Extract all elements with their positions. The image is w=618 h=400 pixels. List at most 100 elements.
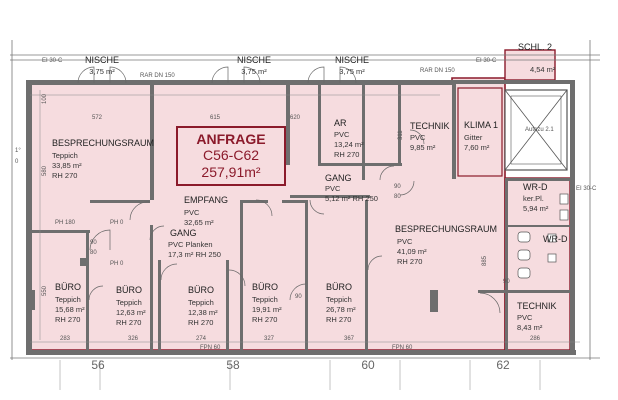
wrd-floor: ker.Pl.	[523, 194, 544, 203]
zero-label: 0	[15, 159, 19, 165]
interior-doors	[88, 129, 501, 314]
klima-name: KLIMA 1	[464, 120, 498, 130]
dim-bottom-327: 327	[264, 336, 275, 342]
klima-outline	[457, 87, 503, 177]
ei30-label-2: EI 30-C	[476, 58, 497, 64]
buero-3-floor: Teppich	[188, 298, 214, 307]
buero-2-area: 12,63 m²	[116, 308, 146, 317]
klima-shaft	[504, 89, 568, 171]
dim-580: 580	[42, 165, 48, 176]
nische-2-name: NISCHE	[237, 55, 271, 65]
technik-bottom-floor: PVC	[517, 313, 533, 322]
buero-1-name: BÜRO	[55, 282, 81, 292]
buero-3-name: BÜRO	[188, 285, 214, 295]
buero-5-name: BÜRO	[326, 282, 352, 292]
dim-100: 100	[42, 93, 48, 104]
buero-4-area: 19,91 m²	[252, 305, 282, 314]
dim-311: 311	[398, 130, 404, 140]
bespr-left-rh: RH 270	[52, 171, 77, 180]
buero-5-area: 26,78 m²	[326, 305, 356, 314]
nische-1-name: NISCHE	[85, 55, 119, 65]
axis-62: 62	[496, 358, 510, 372]
buero-4-rh: RH 270	[252, 315, 277, 324]
fpn-label-2: FPN 60	[392, 345, 413, 351]
technik-top-area: 9,85 m²	[410, 143, 436, 152]
buero-5-floor: Teppich	[326, 295, 352, 304]
bespr-right-area: 41,09 m²	[397, 247, 427, 256]
nische-2-area: 3,75 m²	[241, 67, 267, 76]
interior-walls	[28, 84, 572, 350]
bespr-left-name: BESPRECHUNGSRAUM	[52, 138, 154, 148]
anfrage-box: ANFRAGE C56-C62 257,91m²	[176, 126, 286, 186]
nische-1-area: 3,75 m²	[89, 67, 115, 76]
bespr-right-name: BESPRECHUNGSRAUM	[395, 224, 497, 234]
empfang-name: EMPFANG	[184, 195, 228, 205]
gang-mid-floor: PVC	[325, 184, 341, 193]
klima-floor: Gitter	[464, 133, 483, 142]
empfang-area: 32,65 m²	[184, 218, 214, 227]
nische-3-area: 3,75 m²	[339, 67, 365, 76]
bespr-left-floor: Teppich	[52, 151, 78, 160]
dim-90-b: 90	[394, 184, 401, 190]
wrd2-name: WR-D	[543, 234, 568, 244]
buero-2-name: BÜRO	[116, 285, 142, 295]
dim-90-d: 90	[503, 279, 510, 285]
technik-bottom-area: 8,43 m²	[517, 323, 543, 332]
wall-right	[570, 80, 575, 355]
ar-name: AR	[334, 118, 347, 128]
ar-floor: PVC	[334, 130, 350, 139]
dim-80-b: 80	[394, 194, 401, 200]
axis-60: 60	[361, 358, 375, 372]
anfrage-title: ANFRAGE	[196, 131, 266, 147]
dim-bottom-283: 283	[60, 336, 71, 342]
bespr-right-rh: RH 270	[397, 257, 422, 266]
dim-572: 572	[92, 115, 103, 121]
dim-bottom-326: 326	[128, 336, 139, 342]
rar-label-2: RAR DN 150	[420, 68, 455, 74]
gang-mid-name: GANG	[325, 173, 352, 183]
ph180-label: PH 180	[55, 220, 76, 226]
bespr-left-area: 33,85 m²	[52, 161, 82, 170]
gang-mid-area: 5,12 m² RH 250	[325, 194, 378, 203]
ar-rh: RH 270	[334, 150, 359, 159]
buero-1-rh: RH 270	[55, 315, 80, 324]
buero-4-floor: Teppich	[252, 295, 278, 304]
anfrage-units: C56-C62	[202, 147, 260, 163]
deg-label: 1°	[15, 148, 21, 154]
schl-name: SCHL. 2	[518, 42, 552, 52]
autozu-label: Autozu 2.1	[525, 127, 554, 133]
wall-top	[26, 80, 452, 85]
technik-bottom-name: TECHNIK	[517, 301, 557, 311]
buero-3-area: 12,38 m²	[188, 308, 218, 317]
bespr-right-floor: PVC	[397, 237, 413, 246]
buero-1-area: 15,68 m²	[55, 305, 85, 314]
fpn-label-1: FPN 60	[200, 345, 221, 351]
wrd-name: WR-D	[523, 182, 548, 192]
wall-bottom	[26, 350, 576, 355]
gang-left-floor: PVC Planken	[168, 240, 213, 249]
buero-4-name: BÜRO	[252, 282, 278, 292]
buero-3-rh: RH 270	[188, 318, 213, 327]
dim-bottom-367: 367	[344, 336, 355, 342]
buero-1-floor: Teppich	[55, 295, 81, 304]
ei30-label-1: EI 30-C	[42, 58, 63, 64]
dim-620: 620	[290, 115, 301, 121]
gang-left-area: 17,3 m² RH 250	[168, 250, 221, 259]
axis-58: 58	[226, 358, 240, 372]
klima-area: 7,60 m²	[464, 143, 490, 152]
buero-2-floor: Teppich	[116, 298, 142, 307]
buero-2-rh: RH 270	[116, 318, 141, 327]
niche-doors	[77, 66, 357, 84]
ar-area: 13,24 m²	[334, 140, 364, 149]
technik-top-floor: PVC	[410, 133, 426, 142]
dim-615: 615	[210, 115, 221, 121]
dim-90-c: 90	[295, 294, 302, 300]
ph0-label-1: PH 0	[110, 220, 124, 226]
dim-80-a: 80	[90, 250, 97, 256]
anfrage-area: 257,91m²	[201, 164, 261, 180]
axis-56: 56	[91, 358, 105, 372]
technik-top-name: TECHNIK	[410, 121, 450, 131]
dim-bottom-274: 274	[196, 336, 207, 342]
gang-left-name: GANG	[170, 228, 197, 238]
